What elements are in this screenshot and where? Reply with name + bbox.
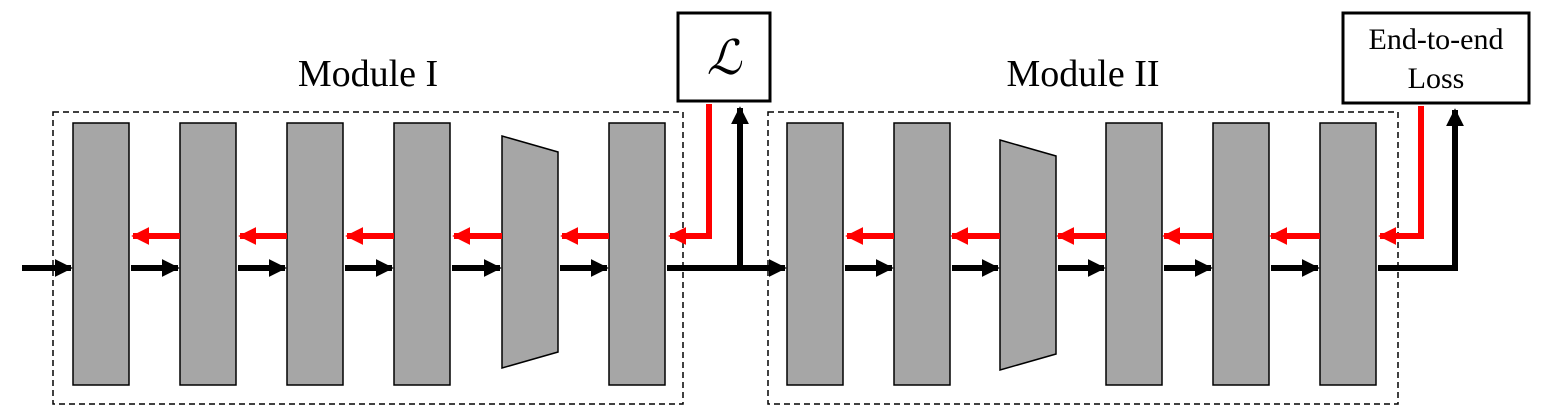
forward-arrow-to-end-loss [1378,108,1464,271]
downsample-block [501,135,559,369]
layer-block [72,122,130,386]
layer-block [1105,122,1163,386]
layer-block [1319,122,1377,386]
layer-block [286,122,344,386]
module-1-box [52,111,684,405]
module-2-label: Module II [1006,53,1159,95]
gradient-arrow-from-local-loss [668,104,712,245]
downsample-block [999,139,1057,371]
layer-block [786,122,844,386]
module-2-box [767,111,1399,405]
gradient-arrow-from-end-loss [1378,106,1424,245]
layer-block [393,122,451,386]
layer-block [1212,122,1270,386]
module-1-label: Module I [298,53,438,95]
end-loss-line2: Loss [1408,62,1465,95]
layer-block [893,122,951,386]
end-loss-line1: End-to-end [1369,23,1504,56]
layer-block [179,122,237,386]
local-loss-symbol: ℒ [707,30,743,86]
end-loss-box [1341,11,1531,105]
local-loss-box [676,11,772,103]
layer-block [608,122,666,386]
